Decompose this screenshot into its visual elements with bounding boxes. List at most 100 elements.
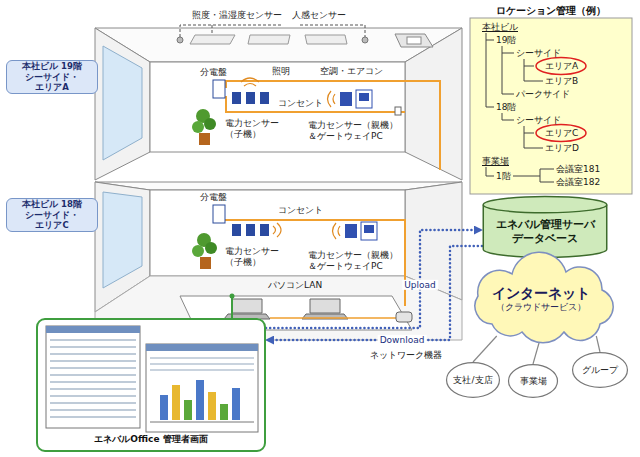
- plant: [205, 242, 217, 254]
- outlet-label: コンセント: [278, 98, 323, 109]
- edge-label: Upload: [402, 280, 438, 290]
- admin-screen-panel: エネバルOffice 管理者画面: [36, 318, 266, 452]
- sensor-label: 人感センサー: [292, 10, 346, 21]
- gateway-pc: [356, 90, 372, 108]
- sensor-label: 電力センサー（子機）: [225, 246, 283, 268]
- gateway-pc: [364, 225, 374, 233]
- chart-bar: [232, 388, 240, 420]
- node-text: 本社ビル 19階 シーサイド・エリアA: [11, 61, 93, 93]
- tree-item: エリアA: [545, 61, 578, 71]
- cloud-shape: [475, 252, 613, 342]
- node-text: 支社/支店: [453, 374, 492, 387]
- network-device: [396, 312, 412, 322]
- parent-sensor: [345, 224, 357, 238]
- laptop: [232, 299, 262, 313]
- tree-item: シーサイド: [516, 115, 561, 125]
- distribution-panel: [213, 205, 225, 223]
- database-cylinder: [483, 205, 606, 213]
- radio-waves: [273, 223, 281, 237]
- internet-cloud: インターネット（クラウドサービス）: [462, 262, 620, 336]
- plant: [204, 118, 216, 130]
- distribution-panel: [213, 80, 225, 98]
- download-arrow: [266, 246, 482, 340]
- sensor-label: 電力センサー（子機）: [225, 118, 283, 140]
- child-sensor: [232, 224, 241, 236]
- screenshot-rows: [150, 358, 254, 370]
- floor-tag: 本社ビル 18階 シーサイド・エリアC: [6, 198, 98, 232]
- panel-label: 分電盤: [200, 67, 227, 78]
- plant: [192, 245, 204, 257]
- laptop: [310, 299, 340, 313]
- chart-bar: [172, 385, 180, 420]
- database-cylinder: [483, 197, 606, 258]
- sensor-leader: [180, 25, 365, 37]
- light-fixture: [248, 35, 290, 44]
- site-circle: 支社/支店: [446, 362, 500, 398]
- radio-waves: [241, 78, 259, 86]
- ellipse-shape: [509, 365, 558, 398]
- plant: [192, 121, 204, 133]
- ellipse-shape: [447, 363, 500, 398]
- highlight-ring: [536, 58, 586, 75]
- panel-label: 分電盤: [200, 192, 227, 203]
- site-circle: 事業場: [508, 364, 558, 398]
- radio-waves: [333, 223, 341, 239]
- parent-sensor: [340, 92, 352, 106]
- power-wire: [226, 81, 440, 170]
- right-wall: [405, 28, 462, 180]
- panel-leader: [231, 296, 233, 318]
- sensor-label: 照度・温湿度センサー: [192, 10, 282, 21]
- ceiling-sensor: [362, 37, 368, 43]
- edge-label: Download: [378, 335, 427, 345]
- outlet-label: コンセント: [278, 205, 323, 216]
- tree-item: 1階: [496, 171, 511, 181]
- screenshot: [46, 326, 140, 428]
- screenshot-rows: [50, 340, 136, 417]
- admin-panel-ground: [36, 318, 266, 452]
- chart-bar: [220, 404, 228, 420]
- ellipse-shape: [573, 353, 628, 388]
- tree-item: エリアD: [545, 143, 579, 153]
- child-sensor: [260, 92, 269, 104]
- tree-item: エリアB: [545, 76, 578, 86]
- node-text: （クラウドサービス）: [496, 302, 586, 314]
- highlight-ring: [536, 125, 586, 142]
- ceiling: [95, 28, 462, 62]
- chart-bar: [160, 395, 168, 420]
- fixture-label: 照明: [272, 66, 290, 77]
- tree-item: 事業場: [482, 156, 509, 166]
- lan-cable: [270, 317, 396, 319]
- node-text: 事業場: [520, 375, 547, 388]
- child-sensor: [246, 92, 255, 104]
- air-conditioner: [395, 34, 433, 47]
- panel-leader: [230, 294, 235, 299]
- node-text: エネバルOffice 管理者画面: [94, 433, 207, 446]
- node-text: ロケーション管理（例）: [496, 4, 606, 18]
- child-sensor: [260, 224, 269, 236]
- ceiling: [95, 182, 462, 190]
- chart-bar: [196, 380, 204, 420]
- outlet: [395, 107, 401, 115]
- fixture-label: 空調・エアコン: [320, 66, 383, 77]
- light-fixture: [190, 35, 235, 44]
- tree-item: パークサイド: [516, 89, 570, 99]
- tree-item: 19階: [496, 35, 516, 45]
- network-label: パソコンLAN: [268, 280, 322, 291]
- screenshot: [146, 344, 258, 351]
- air-conditioner: [407, 37, 421, 44]
- floor-tag: 本社ビル 19階 シーサイド・エリアA: [6, 60, 98, 94]
- location-panel-ground: [470, 18, 632, 194]
- plant-pot: [199, 133, 210, 145]
- server-database: エネバル管理サーバ データベース: [482, 196, 608, 258]
- gateway-pc: [361, 222, 377, 240]
- ceiling-sensor: [177, 37, 183, 43]
- radio-waves: [328, 91, 336, 107]
- node-text: 本社ビル 18階 シーサイド・エリアC: [11, 199, 93, 231]
- node-text: インターネット: [492, 285, 590, 302]
- screenshot: [46, 326, 140, 333]
- plant-pot: [200, 257, 211, 269]
- tree-item: 本社ビル: [482, 22, 518, 32]
- screenshot: [146, 344, 258, 432]
- tree-item: 会議室181: [556, 164, 600, 174]
